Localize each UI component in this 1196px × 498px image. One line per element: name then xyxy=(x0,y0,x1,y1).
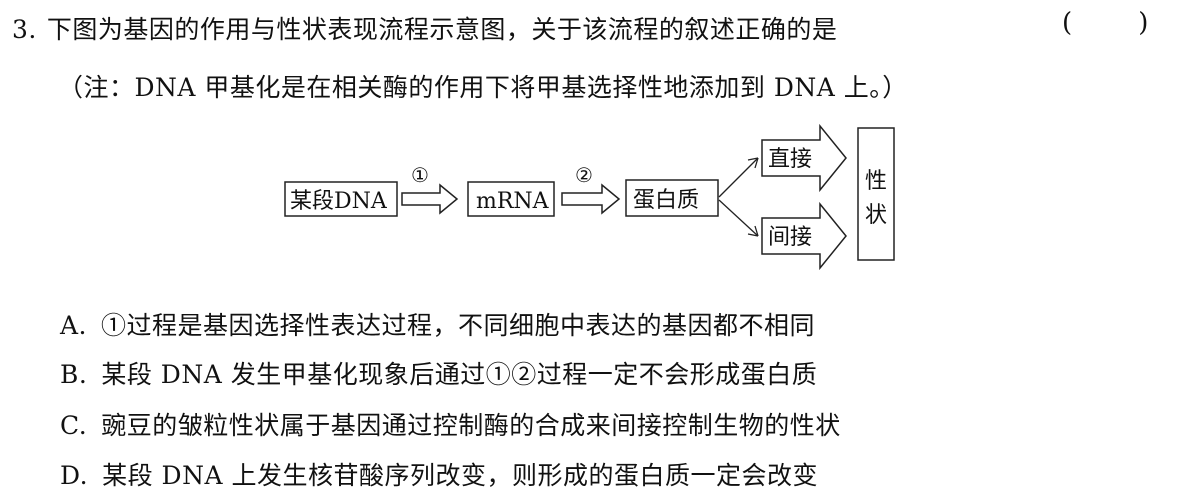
dna-box xyxy=(284,181,398,217)
option-a-letter: A. xyxy=(60,311,88,340)
trait-label-2: 状 xyxy=(865,203,887,228)
translation-arrow xyxy=(561,183,621,215)
indirect-label: 间接 xyxy=(768,225,812,250)
option-c-letter: C. xyxy=(60,411,88,440)
mrna-box xyxy=(467,181,555,217)
step2-label: ② xyxy=(575,163,593,187)
indirect-arrow xyxy=(761,201,847,271)
step1-label: ① xyxy=(411,163,429,187)
question-stem-line: 3. 下图为基因的作用与性状表现流程示意图，关于该流程的叙述正确的是 xyxy=(12,10,837,46)
transcription-arrow xyxy=(401,183,459,215)
question-note: （注：DNA 甲基化是在相关酶的作用下将甲基选择性地添加到 DNA 上。） xyxy=(58,73,908,102)
dna-label: 某段DNA xyxy=(290,189,388,214)
mrna-label: mRNA xyxy=(476,189,550,214)
option-d-text: 某段 DNA 上发生核苷酸序列改变，则形成的蛋白质一定会改变 xyxy=(102,461,818,490)
trait-label-1: 性 xyxy=(865,169,887,194)
option-d: D. 某段 DNA 上发生核苷酸序列改变，则形成的蛋白质一定会改变 xyxy=(60,456,818,492)
answer-bracket: ( ) xyxy=(1062,8,1149,38)
option-b: B. 某段 DNA 发生甲基化现象后通过①②过程一定不会形成蛋白质 xyxy=(60,355,817,391)
protein-box xyxy=(625,179,719,217)
option-a: A. ①过程是基因选择性表达过程，不同细胞中表达的基因都不相同 xyxy=(60,306,815,342)
question-number: 3. xyxy=(12,15,37,44)
option-a-text: ①过程是基因选择性表达过程，不同细胞中表达的基因都不相同 xyxy=(101,311,816,340)
trait-box xyxy=(857,127,895,261)
option-c: C. 豌豆的皱粒性状属于基因通过控制酶的合成来间接控制生物的性状 xyxy=(60,406,841,442)
direct-label: 直接 xyxy=(768,147,812,172)
protein-label: 蛋白质 xyxy=(633,188,699,213)
question-stem: 下图为基因的作用与性状表现流程示意图，关于该流程的叙述正确的是 xyxy=(46,15,838,44)
option-c-text: 豌豆的皱粒性状属于基因通过控制酶的合成来间接控制生物的性状 xyxy=(101,411,841,440)
option-b-letter: B. xyxy=(60,360,88,389)
option-d-letter: D. xyxy=(60,461,89,490)
option-b-text: 某段 DNA 发生甲基化现象后通过①②过程一定不会形成蛋白质 xyxy=(101,360,818,389)
direct-arrow xyxy=(761,123,847,193)
